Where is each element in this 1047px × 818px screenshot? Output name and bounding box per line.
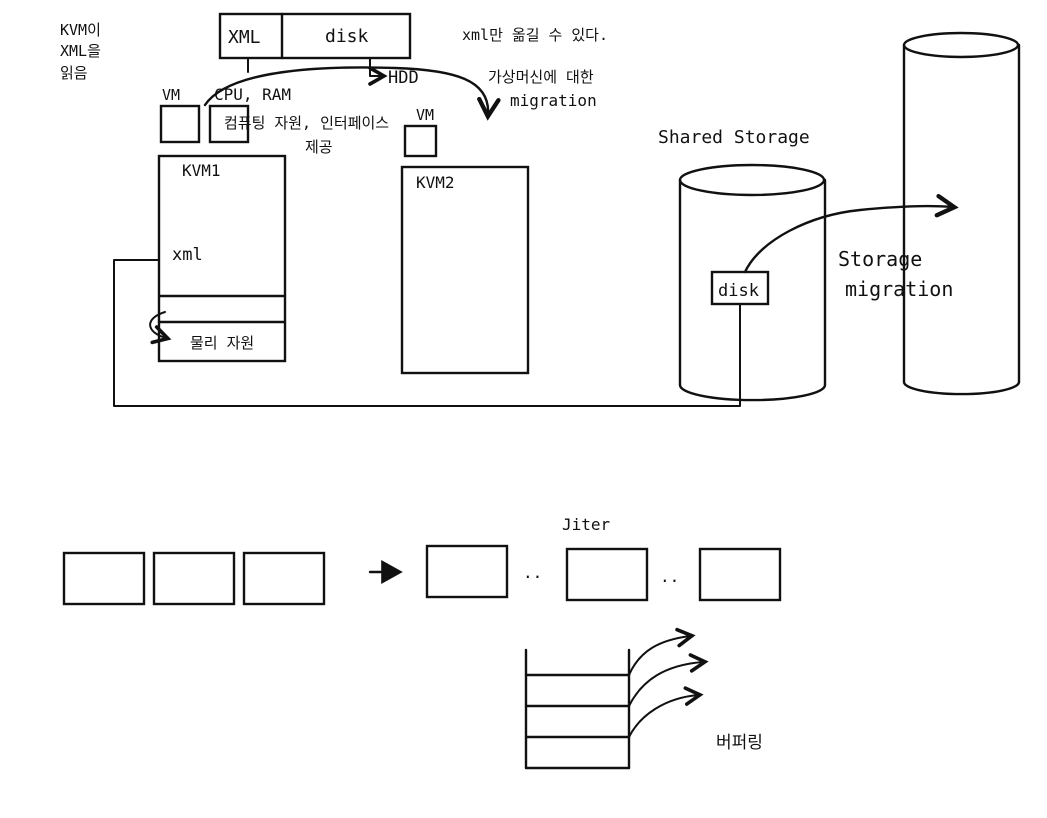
note-vm-migration: 가상머신에 대한 migration <box>488 68 597 110</box>
disk-cell-label: disk <box>325 26 369 47</box>
note-provide: 제공 <box>305 138 333 156</box>
packet-box-3 <box>242 551 326 606</box>
jitter-gap-2: .. <box>660 567 679 586</box>
shared-storage-title: Shared Storage <box>658 127 810 148</box>
cylinder1-top <box>678 163 826 197</box>
jitter-packet-box-3 <box>698 547 782 602</box>
note-compute-interface: 컴퓨팅 자원, 인터페이스 <box>224 114 389 132</box>
buffer-out-arrow-2 <box>628 653 709 707</box>
note-xml-only-move: xml만 옮길 수 있다. <box>462 26 608 44</box>
jitter-packet-box-1 <box>425 544 509 599</box>
kvm2-title: KVM2 <box>416 173 455 192</box>
buffer-out-arrow-3 <box>628 686 704 738</box>
cylinder2-top <box>902 31 1020 59</box>
host-kvm1: VM KVM1 xml 물리 자원 <box>149 86 287 363</box>
jitter-gap-1: .. <box>523 563 542 582</box>
note-vm-migration-line-2: migration <box>510 91 597 110</box>
note-line-2: XML을 <box>60 42 101 60</box>
vm-migration-arrow <box>203 66 501 121</box>
note-line-1: KVM이 <box>60 21 101 39</box>
shared-storage-cylinder <box>678 163 827 402</box>
jitter-packet-box-2 <box>565 547 649 602</box>
vm1-label: VM <box>162 86 180 104</box>
cylinder2-bottom <box>902 380 1021 396</box>
vm1-resource-box <box>208 104 250 144</box>
storage-migration-arrow <box>743 193 959 274</box>
xml-to-disk-connector <box>113 259 741 407</box>
target-storage-cylinder <box>902 31 1021 396</box>
packet-box-1 <box>62 551 146 606</box>
note-line-3: 읽음 <box>60 64 88 82</box>
xml-disk-outline <box>218 12 412 60</box>
kvm1-box <box>157 154 287 363</box>
jitter-label: Jiter <box>562 515 611 534</box>
host-kvm2: VM KVM2 <box>400 106 530 375</box>
vm1-box <box>159 104 201 144</box>
packet-sequence-after: .. .. <box>425 544 782 602</box>
kvm1-xml-label: xml <box>172 245 203 265</box>
note-vm-migration-line-1: 가상머신에 대한 <box>488 68 594 86</box>
packet-box-2 <box>152 551 236 606</box>
note-compute-resources: CPU, RAM 컴퓨팅 자원, 인터페이스 제공 <box>214 85 389 156</box>
kvm1-resource-arrow <box>149 311 172 345</box>
cylinder1-bottom <box>678 383 827 402</box>
buffer-out-arrow-1 <box>628 627 696 676</box>
hdd-label: HDD <box>388 68 419 88</box>
disk-to-hdd: HDD <box>368 57 419 88</box>
storage-disk-label: disk <box>718 281 759 301</box>
vm2-label: VM <box>416 106 434 124</box>
packet-sequence-before <box>62 551 326 606</box>
buffering-label: 버퍼링 <box>716 733 763 753</box>
hdd-arrow <box>368 57 388 86</box>
kvm1-title: KVM1 <box>182 161 221 180</box>
storage-migration-line-1: Storage <box>838 247 922 271</box>
storage-disk: disk <box>710 270 770 306</box>
note-cpu-ram: CPU, RAM <box>214 85 291 104</box>
storage-migration-line-2: migration <box>845 277 953 301</box>
kvm2-box <box>400 165 530 375</box>
buffer-stack <box>524 627 709 770</box>
storage-disk-box <box>710 270 770 306</box>
xml-disk-box: XML disk <box>218 12 412 60</box>
xml-cell-label: XML <box>228 27 261 48</box>
vm2-box <box>403 124 438 158</box>
note-storage-migration: Storage migration <box>838 247 953 301</box>
kvm1-physical-resources: 물리 자원 <box>190 334 254 352</box>
note-kvm-reads-xml: KVM이 XML을 읽음 <box>60 21 101 82</box>
